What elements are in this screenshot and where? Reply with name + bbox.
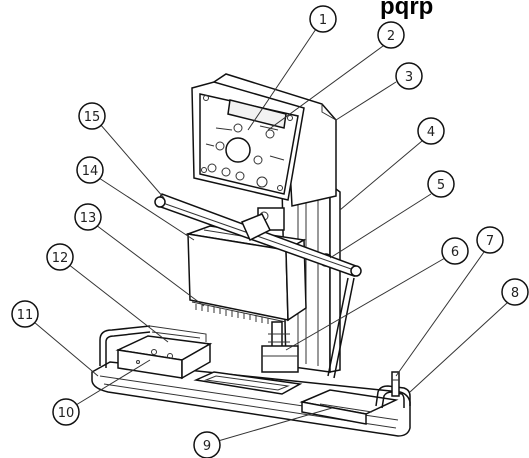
callout-14: 14 <box>76 156 195 241</box>
callout-3: 3 <box>335 62 423 121</box>
right-fixture <box>299 371 411 425</box>
svg-text:2: 2 <box>387 29 395 44</box>
callout-5: 5 <box>329 170 455 259</box>
marking-head <box>185 207 333 373</box>
svg-text:1: 1 <box>319 13 327 28</box>
callout-13: 13 <box>74 203 205 307</box>
callout-2: 2 <box>267 21 405 131</box>
svg-text:9: 9 <box>203 439 211 454</box>
svg-text:15: 15 <box>84 110 101 125</box>
svg-text:5: 5 <box>437 178 445 193</box>
svg-text:10: 10 <box>58 406 75 421</box>
center-tray <box>193 371 303 395</box>
callout-9: 9 <box>193 407 333 458</box>
svg-text:11: 11 <box>17 308 34 323</box>
svg-text:14: 14 <box>82 164 99 179</box>
callout-8: 8 <box>409 278 529 393</box>
callout-12: 12 <box>46 243 169 343</box>
svg-text:8: 8 <box>511 286 519 301</box>
controller <box>191 73 337 207</box>
svg-text:6: 6 <box>451 245 459 260</box>
callout-10: 10 <box>52 359 151 426</box>
svg-text:4: 4 <box>427 125 435 140</box>
svg-text:7: 7 <box>486 234 494 249</box>
header-text-fragment: pqrp <box>380 0 433 20</box>
callout-4: 4 <box>339 117 445 211</box>
callout-15: 15 <box>78 102 165 199</box>
callout-1: 1 <box>247 5 337 131</box>
callout-7: 7 <box>395 226 504 377</box>
callout-11: 11 <box>11 300 99 377</box>
left-fixture <box>99 325 213 380</box>
callout-6: 6 <box>285 237 469 351</box>
svg-text:13: 13 <box>80 211 97 226</box>
svg-text:12: 12 <box>52 251 69 266</box>
svg-text:3: 3 <box>405 70 413 85</box>
